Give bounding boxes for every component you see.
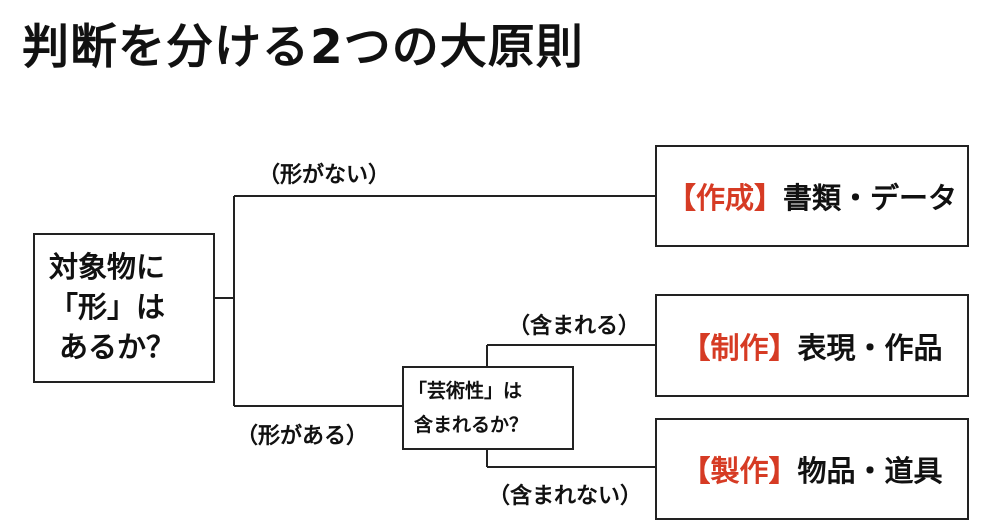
result-box-seisaku-art: 【制作】 表現・作品 bbox=[655, 294, 969, 397]
label-has-shape: （形がある） bbox=[236, 424, 369, 449]
root-question-line: あるか？ bbox=[59, 330, 176, 364]
result-text: 書類・データ bbox=[783, 181, 958, 215]
label-not-included: （含まれない） bbox=[488, 484, 643, 509]
root-question-line: 「形」は bbox=[49, 290, 166, 324]
root-question-box: 対象物に 「形」は あるか？ bbox=[33, 233, 215, 383]
result-text: 表現・作品 bbox=[797, 330, 943, 365]
result-tag: 【作成】 bbox=[666, 181, 783, 215]
artistry-question-line: 「芸術性」は bbox=[408, 380, 523, 402]
page-title: 判断を分ける2つの大原則 bbox=[22, 20, 584, 75]
label-no-shape: （形がない） bbox=[258, 163, 391, 188]
result-tag: 【製作】 bbox=[681, 454, 798, 488]
artistry-question-line: 含まれるか？ bbox=[414, 414, 529, 436]
result-box-sakusei: 【作成】 書類・データ bbox=[655, 145, 969, 247]
label-included: （含まれる） bbox=[508, 314, 641, 339]
result-box-seisaku-goods: 【製作】 物品・道具 bbox=[655, 418, 969, 520]
result-tag: 【制作】 bbox=[681, 330, 798, 365]
root-question-line: 対象物に bbox=[49, 250, 166, 284]
result-text: 物品・道具 bbox=[797, 454, 943, 488]
artistry-question-box: 「芸術性」は 含まれるか？ bbox=[402, 366, 574, 450]
